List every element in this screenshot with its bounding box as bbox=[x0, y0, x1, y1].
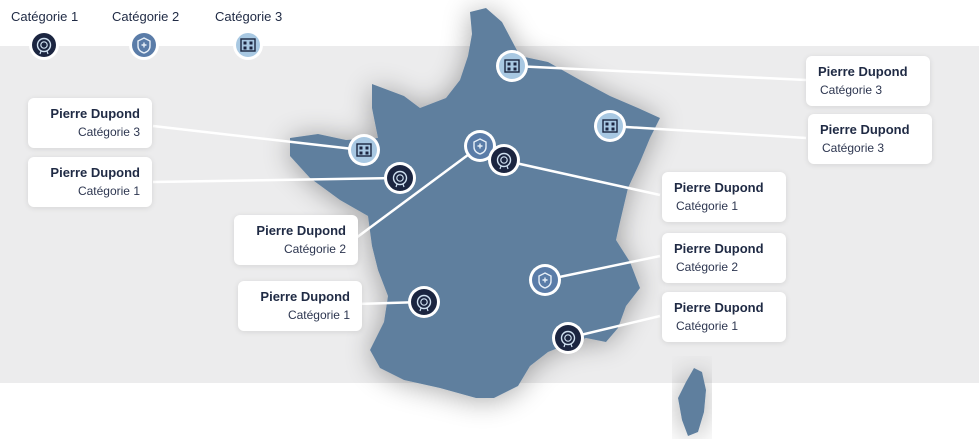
map-marker-category-1[interactable] bbox=[408, 286, 440, 318]
card-name: Pierre Dupond bbox=[50, 106, 140, 121]
card-name: Pierre Dupond bbox=[260, 289, 350, 304]
legend-label-category-2: Catégorie 2 bbox=[112, 9, 180, 24]
card-name: Pierre Dupond bbox=[50, 165, 140, 180]
legend-label-category-1: Catégorie 1 bbox=[11, 9, 79, 24]
info-card[interactable]: Pierre Dupond Catégorie 1 bbox=[662, 172, 786, 222]
card-name: Pierre Dupond bbox=[256, 223, 346, 238]
map-marker-category-1[interactable] bbox=[488, 144, 520, 176]
france-mainland-shape bbox=[290, 8, 660, 398]
connector-lines bbox=[152, 64, 807, 340]
card-category: Catégorie 1 bbox=[676, 319, 739, 333]
card-category: Catégorie 1 bbox=[77, 184, 140, 198]
card-name: Pierre Dupond bbox=[818, 64, 908, 79]
card-category: Catégorie 1 bbox=[287, 308, 350, 322]
info-card[interactable]: Pierre Dupond Catégorie 3 bbox=[806, 56, 930, 106]
card-category: Catégorie 3 bbox=[77, 125, 140, 139]
corsica-shape bbox=[678, 368, 706, 436]
card-category: Catégorie 3 bbox=[820, 83, 883, 97]
legend-marker-category-1 bbox=[29, 30, 59, 60]
map-marker-category-3[interactable] bbox=[348, 134, 380, 166]
map-marker-category-2[interactable] bbox=[529, 264, 561, 296]
card-name: Pierre Dupond bbox=[674, 241, 764, 256]
info-card[interactable]: Pierre Dupond Catégorie 3 bbox=[808, 114, 932, 164]
card-name: Pierre Dupond bbox=[674, 180, 764, 195]
card-name: Pierre Dupond bbox=[820, 122, 910, 137]
card-category: Catégorie 2 bbox=[676, 260, 739, 274]
legend-marker-category-2 bbox=[129, 30, 159, 60]
map-marker-category-1[interactable] bbox=[552, 322, 584, 354]
info-card[interactable]: Pierre Dupond Catégorie 1 bbox=[662, 292, 786, 342]
card-category: Catégorie 2 bbox=[283, 242, 346, 256]
card-name: Pierre Dupond bbox=[674, 300, 764, 315]
map-marker-category-1[interactable] bbox=[384, 162, 416, 194]
legend-marker-category-3 bbox=[233, 30, 263, 60]
legend-label-category-3: Catégorie 3 bbox=[215, 9, 283, 24]
card-category: Catégorie 3 bbox=[822, 141, 885, 155]
info-card[interactable]: Pierre Dupond Catégorie 2 bbox=[234, 215, 358, 265]
card-category: Catégorie 1 bbox=[676, 199, 739, 213]
map-marker-category-3[interactable] bbox=[496, 50, 528, 82]
map-marker-category-2[interactable] bbox=[464, 130, 496, 162]
info-card[interactable]: Pierre Dupond Catégorie 1 bbox=[28, 157, 152, 207]
info-card[interactable]: Pierre Dupond Catégorie 3 bbox=[28, 98, 152, 148]
map-marker-category-3[interactable] bbox=[594, 110, 626, 142]
info-card[interactable]: Pierre Dupond Catégorie 2 bbox=[662, 233, 786, 283]
info-card[interactable]: Pierre Dupond Catégorie 1 bbox=[238, 281, 362, 331]
